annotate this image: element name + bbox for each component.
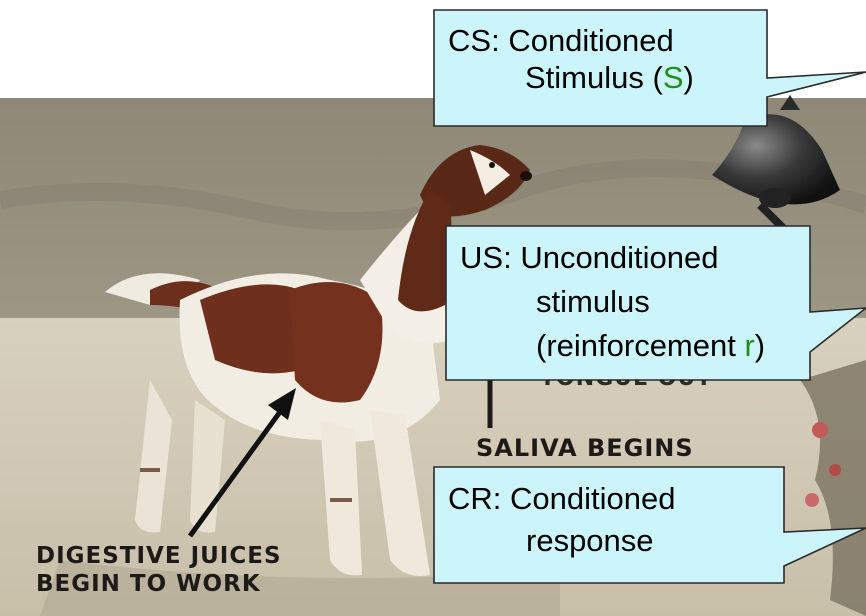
saliva-begins-label: SALIVA BEGINS	[476, 434, 694, 462]
callout-cs-shape	[433, 9, 866, 127]
callout-cs-term: Conditioned	[508, 23, 674, 58]
callout-cr-term: Conditioned	[510, 481, 676, 516]
callout-cr-shape	[433, 466, 866, 584]
callout-cs-line2-end: )	[683, 60, 694, 95]
callout-cs-line1: CS: Conditioned	[448, 22, 694, 59]
digestive-label-line1: DIGESTIVE JUICES	[36, 543, 282, 569]
callout-cr-prefix: CR:	[448, 481, 502, 516]
digestive-arrow	[187, 388, 296, 538]
callout-us: US: Unconditioned stimulus (reinforcemen…	[460, 236, 765, 368]
callout-us-term: Unconditioned	[520, 240, 719, 275]
floor-shadow	[40, 560, 560, 616]
callout-us-line3-end: )	[754, 328, 766, 363]
callout-us-shape	[445, 225, 866, 381]
callout-cs-line2-text: Stimulus (	[525, 60, 663, 95]
callout-us-line3-text: (reinforcement	[536, 328, 745, 363]
callout-cr-line2: response	[526, 523, 654, 558]
plant-foliage	[800, 360, 866, 616]
digestive-juices-label: DIGESTIVE JUICES BEGIN TO WORK	[36, 542, 282, 598]
callout-cr: CR: Conditioned response	[448, 478, 675, 562]
callout-cr-line1: CR: Conditioned	[448, 478, 675, 520]
callout-cs-prefix: CS:	[448, 23, 500, 58]
tongue-out-label: TONGUE OUT	[540, 380, 712, 391]
wall-texture	[0, 159, 866, 231]
callout-us-line2: stimulus	[536, 284, 650, 319]
callout-us-line1: US: Unconditioned	[460, 236, 765, 280]
digestive-label-line2: BEGIN TO WORK	[36, 571, 261, 597]
callout-us-prefix: US:	[460, 240, 512, 275]
callout-us-symbol: r	[744, 328, 755, 363]
callout-cs: CS: Conditioned Stimulus (S)	[448, 22, 694, 96]
callout-cs-line2: Stimulus (S)	[448, 59, 694, 96]
callout-us-line3: (reinforcement r)	[460, 324, 765, 368]
callout-cs-symbol: S	[662, 60, 684, 95]
